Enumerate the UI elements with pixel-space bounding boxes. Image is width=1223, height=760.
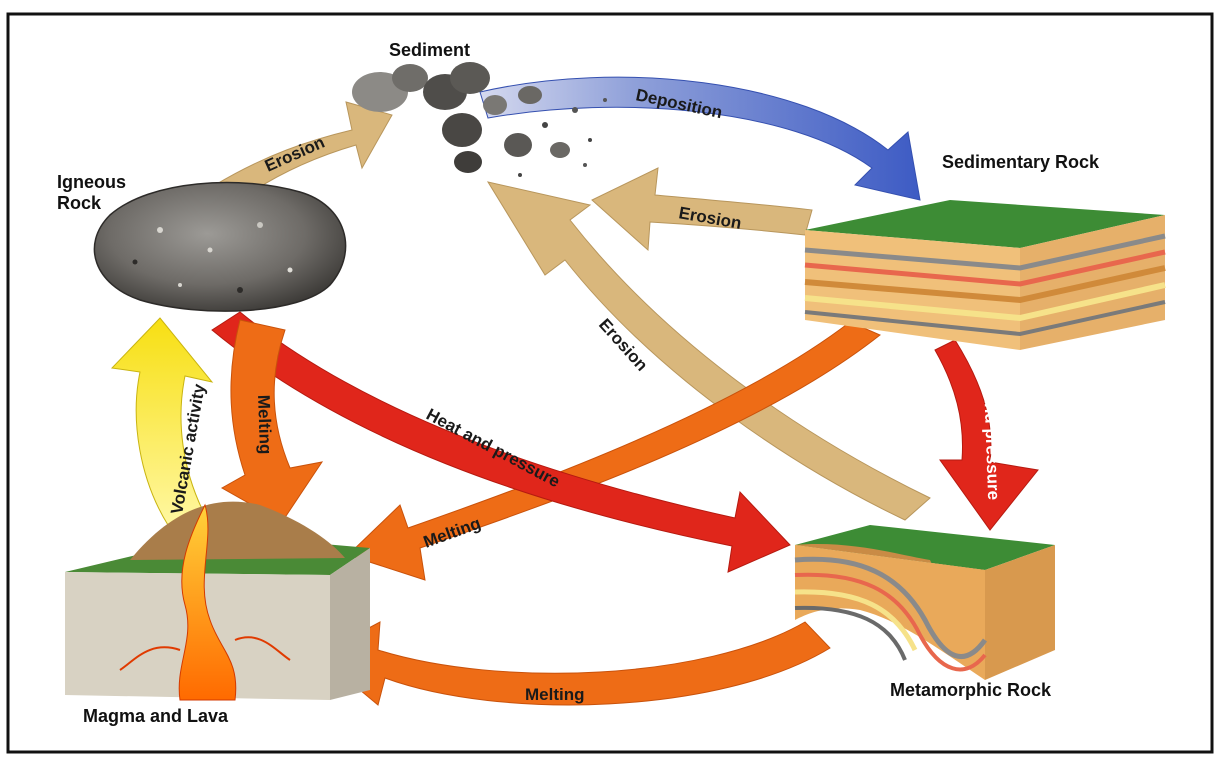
label-melting-igneous: Melting — [254, 394, 275, 454]
node-metamorphic-rock: Metamorphic Rock — [890, 680, 1051, 701]
node-sediment: Sediment — [389, 40, 470, 61]
igneous-rock-illustration — [94, 183, 345, 312]
node-magma-and-lava: Magma and Lava — [83, 706, 228, 727]
node-sedimentary-rock: Sedimentary Rock — [942, 152, 1099, 173]
node-igneous-rock: Igneous Rock — [57, 172, 126, 214]
sedimentary-rock-illustration — [805, 200, 1165, 350]
label-melting-metamorphic: Melting — [525, 685, 585, 704]
